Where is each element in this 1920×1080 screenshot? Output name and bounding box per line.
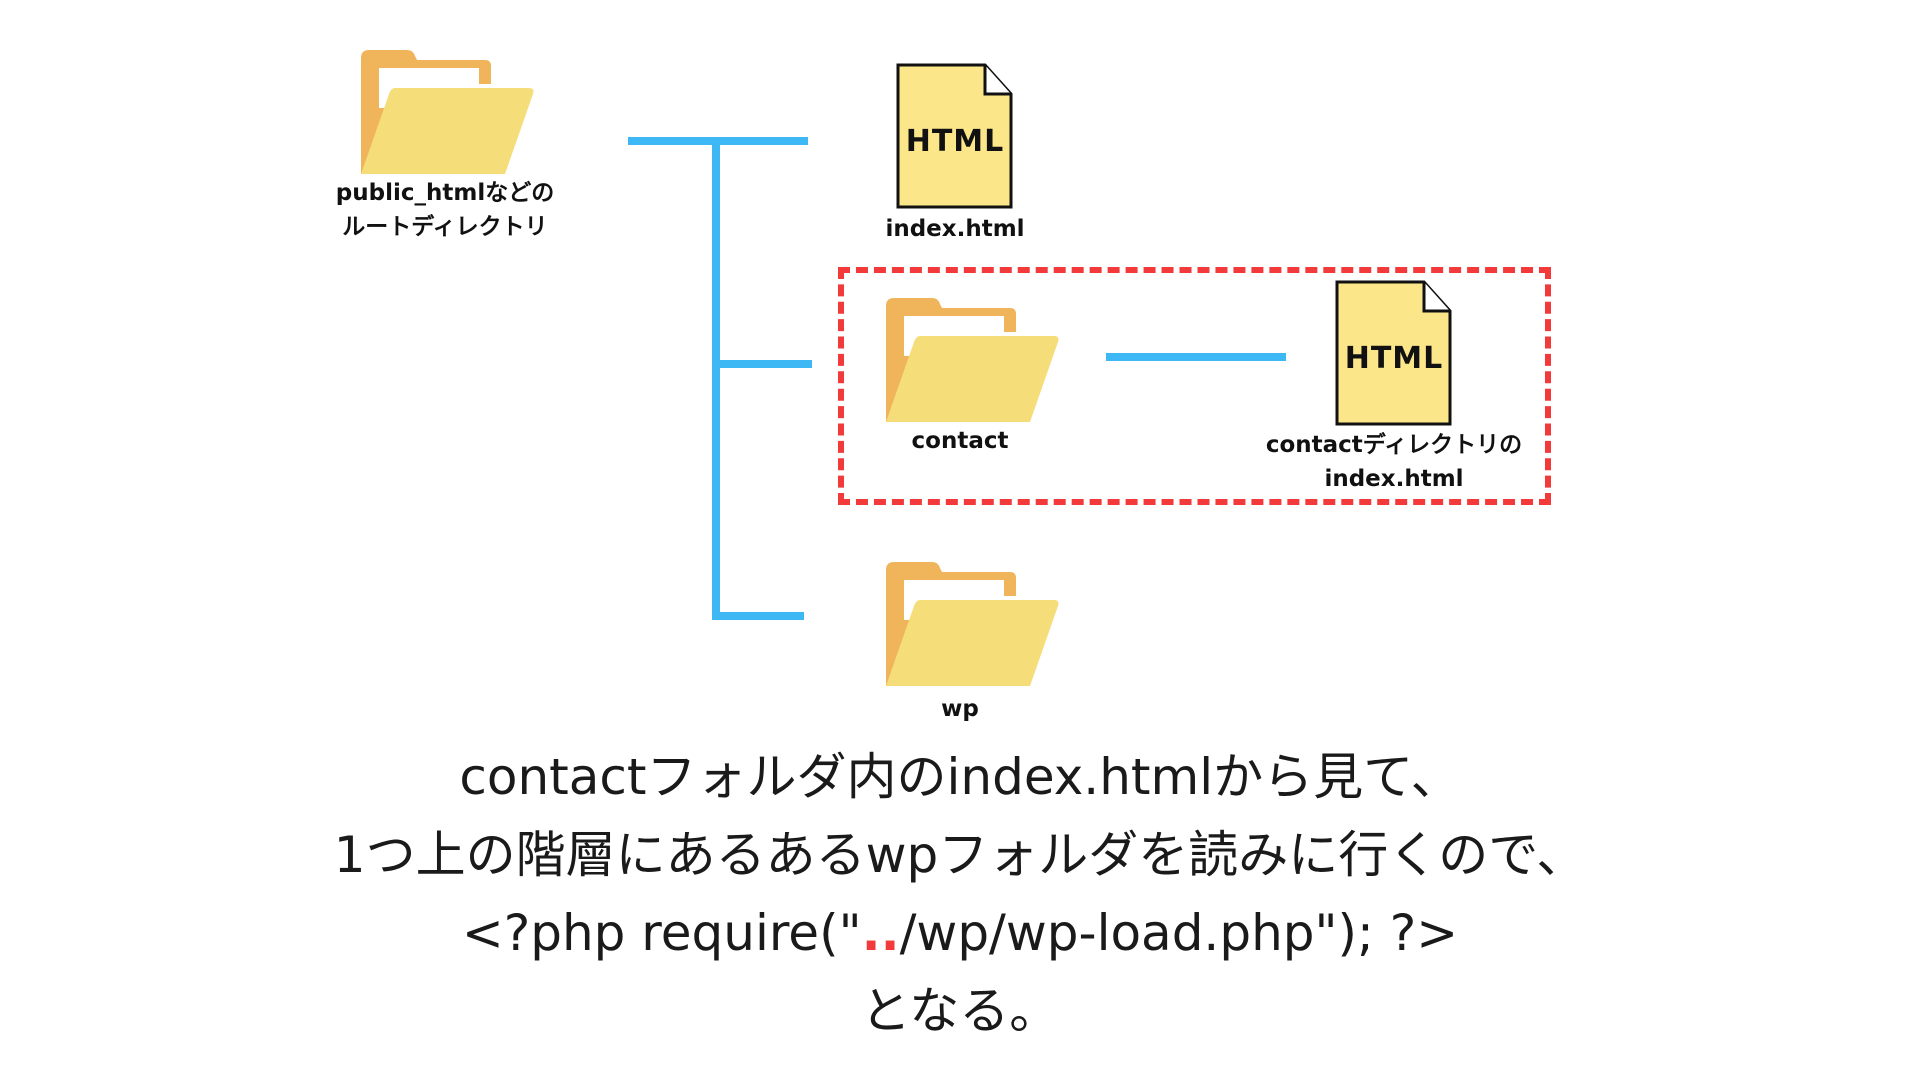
caption-line1: contactフォルダ内のindex.htmlから見て、 (459, 748, 1461, 806)
tree-trunk (712, 137, 720, 620)
contact-folder-label: contact (911, 428, 1009, 454)
caption-line3-prefix: <?php require(" (461, 904, 862, 962)
caption-line3: <?php require("../wp/wp-load.php"); ?> (0, 894, 1920, 972)
contact-index-label-line1: contactディレクトリの (1265, 432, 1523, 458)
html-file-icon (896, 63, 1013, 209)
caption-line4: となる。 (860, 982, 1060, 1040)
wp-folder-icon (886, 562, 1059, 686)
contact-to-index-connector (1106, 353, 1286, 361)
contact-highlight-frame (838, 267, 1551, 505)
wp-folder-label: wp (941, 696, 979, 722)
index-file-label: index.html (885, 216, 1025, 242)
root-folder-icon (361, 50, 534, 174)
caption-line3-parent-dots: .. (861, 904, 900, 962)
contact-folder-icon (886, 298, 1059, 422)
tree-branch-wp (712, 612, 804, 620)
contact-index-badge: HTML (1344, 341, 1444, 376)
caption-line2: 1つ上の階層にあるあるwpフォルダを読みに行くので、 (333, 826, 1587, 884)
root-folder-label-line1: public_htmlなどの (335, 180, 555, 206)
tree-branch-contact (712, 360, 812, 368)
root-folder-label-line2: ルートディレクトリ (342, 214, 548, 240)
contact-html-file-icon (1335, 280, 1452, 426)
caption-line3-suffix: /wp/wp-load.php"); ?> (899, 904, 1459, 962)
index-file-badge: HTML (905, 124, 1005, 159)
contact-index-label-line2: index.html (1324, 466, 1464, 492)
